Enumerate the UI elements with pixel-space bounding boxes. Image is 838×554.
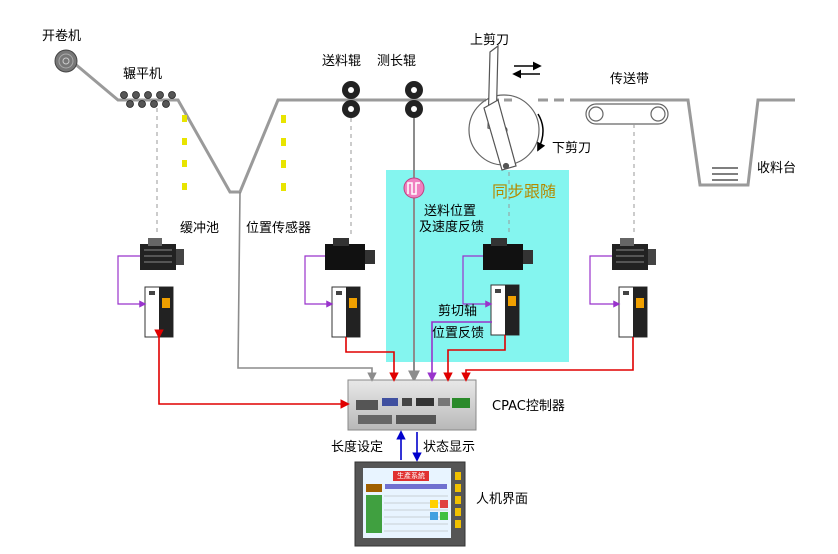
motor-drive-links	[117, 255, 621, 308]
feedback-encoder-icon	[403, 177, 425, 199]
feed-feedback-line1: 送料位置	[424, 204, 477, 219]
conveyor-label: 传送带	[610, 72, 650, 87]
buffer-sensors	[182, 115, 187, 190]
control-wiring	[154, 191, 634, 462]
status-display-label: 状态显示	[423, 440, 476, 455]
servo-drive-3	[490, 284, 520, 336]
servo-motor-4	[612, 238, 656, 270]
feed-roller	[342, 81, 360, 118]
receiving-stack	[712, 167, 738, 181]
measure-roller	[405, 81, 423, 118]
conveyor-belt	[585, 103, 669, 125]
length-setting-label: 长度设定	[331, 440, 384, 455]
measure-roller-label: 测长辊	[377, 54, 417, 69]
hmi-device	[354, 461, 466, 547]
uncoiler-label: 开卷机	[42, 29, 82, 44]
cut-axis-line1: 剪切轴	[438, 304, 478, 319]
controller-label: CPAC控制器	[492, 399, 565, 414]
hmi-label: 人机界面	[476, 492, 529, 507]
cpac-controller	[347, 379, 477, 431]
cut-axis-line2: 位置反馈	[432, 326, 485, 341]
leveler-label: 辗平机	[123, 67, 163, 82]
servo-drive-2	[331, 286, 361, 338]
servo-motor-1	[140, 238, 184, 270]
rotary-cutter	[468, 44, 546, 171]
sync-panel	[386, 170, 569, 362]
receiving-table-label: 收料台	[757, 161, 797, 176]
feed-feedback-line2: 及速度反馈	[419, 220, 485, 235]
leveler-rollers	[120, 91, 176, 108]
feed-roller-label: 送料辊	[322, 54, 362, 69]
buffer-pit-label: 缓冲池	[180, 221, 220, 236]
sync-follow-label: 同步跟随	[492, 182, 557, 201]
servo-motor-2	[325, 238, 375, 270]
shaft-lines	[156, 108, 635, 236]
position-sensors	[281, 115, 286, 191]
servo-drive-4	[618, 286, 648, 338]
servo-motor-3	[483, 238, 533, 270]
position-sensor-label: 位置传感器	[246, 221, 312, 236]
upper-knife-label: 上剪刀	[470, 33, 510, 48]
lower-knife-label: 下剪刀	[552, 141, 592, 156]
servo-drive-1	[144, 286, 174, 338]
reciprocate-arrows	[512, 61, 542, 79]
hmi-screen-title: 生產系統	[397, 472, 425, 480]
uncoiler-coil	[54, 49, 78, 73]
